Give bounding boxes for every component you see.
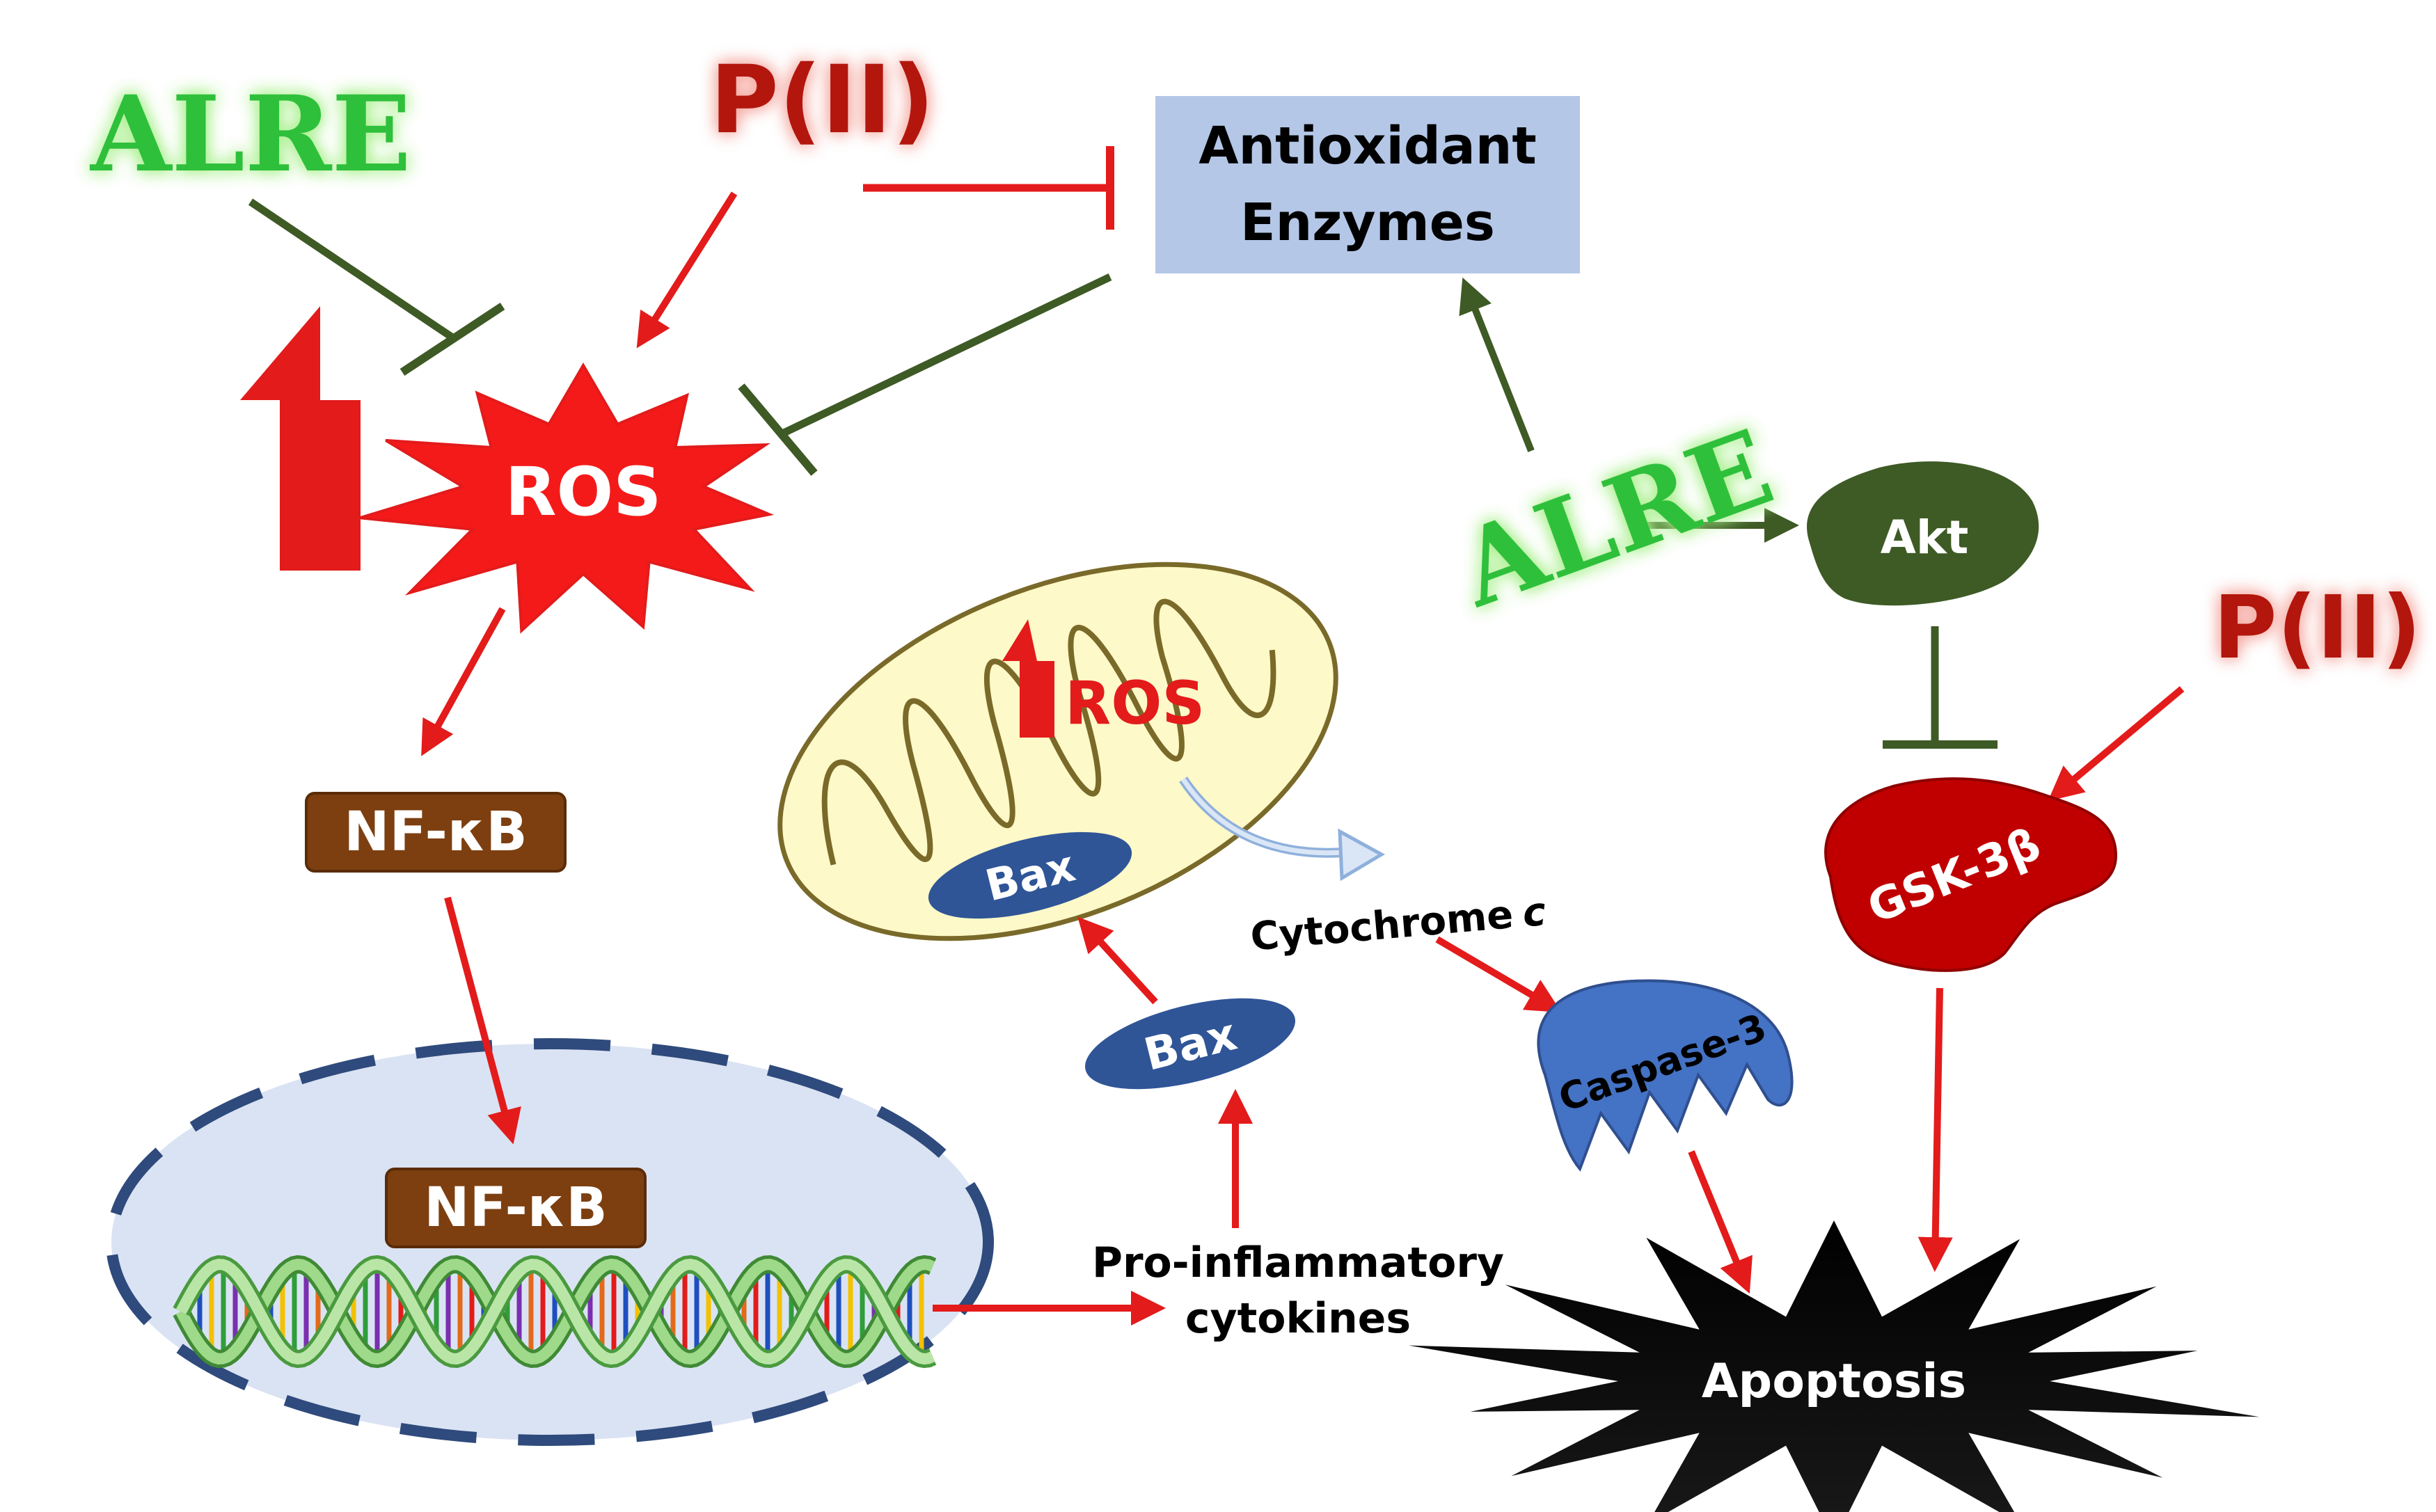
dna-helix-icon: [173, 1255, 937, 1369]
bax-mitochondrial: Bax: [928, 831, 1132, 919]
alre-inhibits-ros: [248, 198, 505, 376]
cytochrome-release-arrow-icon: [1179, 777, 1386, 882]
antioxidant-label-line1: Antioxidant: [1199, 116, 1537, 176]
nfkb-translocation: [444, 896, 521, 1145]
cytochrome-c-label: c: [1521, 889, 1548, 937]
nfkb-nuc-label: NF-κB: [424, 1177, 607, 1239]
caspase-3: Caspase-3: [1537, 979, 1794, 1172]
nfkb-nuclear: NF-κB: [385, 1168, 647, 1248]
caspase-to-apoptosis: [1688, 1150, 1753, 1294]
antioxidant-label-line2: Enzymes: [1240, 193, 1495, 253]
nfkb-cytoplasmic: NF-κB: [305, 792, 567, 873]
alre-activates-antioxidant: [1459, 277, 1535, 452]
p2-activates-gsk: [2048, 686, 2185, 802]
bax-cytosolic: Bax: [1085, 998, 1295, 1090]
p2-inhibits-antioxidant: [863, 146, 1114, 230]
cytochrome-label: Cytochrome: [1249, 892, 1515, 960]
ros-increase-arrow-icon: [240, 306, 361, 571]
akt-label: Akt: [1881, 511, 1969, 564]
gsk-to-apoptosis: [1917, 987, 1953, 1272]
akt: Akt: [1807, 461, 2039, 606]
cytochrome-activates-caspase: [1435, 936, 1562, 1013]
bax-translocation: [1077, 916, 1158, 1005]
ros-burst: ROS: [359, 363, 775, 634]
akt-inhibits-gsk: [1883, 626, 1998, 749]
p2-right-label: P(II): [2213, 578, 2421, 678]
proinflammatory-label-line2: cytokines: [1185, 1294, 1411, 1343]
mito-ros-label: ROS: [1065, 669, 1205, 738]
p2-top-label: P(II): [710, 45, 935, 154]
nfkb-cyto-label: NF-κB: [344, 801, 527, 864]
ros-main-label: ROS: [505, 453, 662, 531]
antioxidant-inhibits-ros: [738, 273, 1112, 476]
p2-activates-ros: [636, 191, 738, 349]
dna-strand: [175, 1258, 935, 1365]
proinflammatory-label-line1: Pro-inflammatory: [1092, 1239, 1504, 1287]
apoptosis-burst: Apoptosis: [1408, 1220, 2260, 1512]
apoptosis-label: Apoptosis: [1702, 1354, 1966, 1409]
ros-activates-nfkb: [421, 607, 506, 756]
antioxidant-enzymes-box: Antioxidant Enzymes: [1155, 96, 1580, 273]
gsk-3beta: GSK-3β: [1824, 777, 2118, 972]
alre-top-label: ALRE: [89, 73, 411, 196]
mito-ros: ROS: [1002, 619, 1205, 738]
alre-right-label: ALRE: [1443, 406, 1787, 632]
